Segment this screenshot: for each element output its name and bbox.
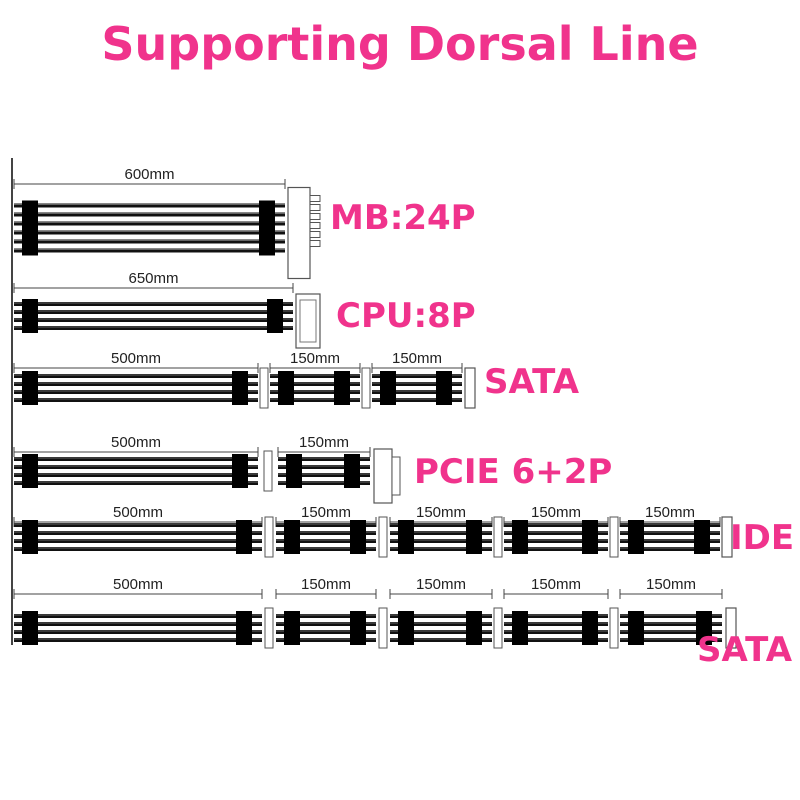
segment-length-label: 150mm <box>531 504 581 521</box>
sleeve-clip <box>628 611 644 645</box>
connector-pin <box>309 222 321 229</box>
cable-label-mb: MB:24P <box>330 198 476 238</box>
inline-connector <box>264 607 274 649</box>
sleeve-clip <box>512 520 528 554</box>
inline-connector <box>264 516 274 558</box>
segment-length-label: 600mm <box>124 166 174 183</box>
end-connector-sata <box>464 367 476 409</box>
sleeve-clip <box>267 299 283 333</box>
segment-length-label: 150mm <box>301 504 351 521</box>
sleeve-clip <box>22 454 38 488</box>
cable-2: 650mm <box>13 270 321 349</box>
sleeve-clip <box>696 611 712 645</box>
sleeve-clip <box>232 371 248 405</box>
sleeve-clip <box>236 611 252 645</box>
segment-length-label: 150mm <box>392 350 442 367</box>
segment-length-label: 150mm <box>299 434 349 451</box>
inline-connector <box>361 367 371 409</box>
sleeve-clip <box>466 520 482 554</box>
connector-pin <box>309 231 321 238</box>
connector-pin <box>309 240 321 247</box>
cable-label-pcie: PCIE 6+2P <box>414 452 613 492</box>
end-connector-pcie <box>373 448 393 504</box>
end-connector-sata <box>725 607 737 649</box>
segment-length-label: 650mm <box>128 270 178 287</box>
connector-pin <box>309 195 321 202</box>
sleeve-clip <box>350 611 366 645</box>
sleeve-clip <box>284 611 300 645</box>
segment-length-label: 500mm <box>113 576 163 593</box>
cable-1: 600mm <box>13 166 321 280</box>
segment-length-label: 150mm <box>646 576 696 593</box>
segment-length-label: 150mm <box>290 350 340 367</box>
sleeve-clip <box>582 611 598 645</box>
sleeve-clip <box>398 611 414 645</box>
sleeve-clip <box>512 611 528 645</box>
inline-connector <box>493 607 503 649</box>
sleeve-clip <box>286 454 302 488</box>
sleeve-clip <box>22 200 38 256</box>
segment-length-label: 500mm <box>113 504 163 521</box>
sleeve-clip <box>466 611 482 645</box>
sleeve-clip <box>398 520 414 554</box>
cable-3: 500mm 150mm 150mm <box>13 350 476 409</box>
sleeve-clip <box>278 371 294 405</box>
connector-latch <box>391 456 401 496</box>
segment-length-label: 150mm <box>301 576 351 593</box>
sleeve-clip <box>694 520 710 554</box>
cable-label-ide: IDE <box>730 518 795 558</box>
segment-length-label: 500mm <box>111 434 161 451</box>
cable-label-sata-1: SATA <box>484 362 580 402</box>
sleeve-clip <box>344 454 360 488</box>
sleeve-clip <box>232 454 248 488</box>
end-connector-24pin <box>287 186 311 280</box>
inline-connector <box>493 516 503 558</box>
inline-connector <box>259 367 269 409</box>
connector-pin <box>309 213 321 220</box>
inline-connector <box>609 516 619 558</box>
inline-connector <box>378 607 388 649</box>
sleeve-clip <box>22 299 38 333</box>
sleeve-clip <box>350 520 366 554</box>
inline-connector <box>263 450 273 492</box>
segment-length-label: 500mm <box>111 350 161 367</box>
cable-5: 500mm 150mm 150mm 150mm 150mm <box>13 504 733 558</box>
segment-length-label: 150mm <box>531 576 581 593</box>
cable-label-cpu: CPU:8P <box>336 296 476 336</box>
sleeve-clip <box>334 371 350 405</box>
segment-length-label: 150mm <box>416 576 466 593</box>
sleeve-clip <box>380 371 396 405</box>
diagram-title: Supporting Dorsal Line <box>101 17 699 71</box>
sleeve-clip <box>436 371 452 405</box>
cable-6: 500mm 150mm 150mm 150mm 150mm <box>13 576 737 649</box>
end-connector-ide <box>721 516 733 558</box>
sleeve-clip <box>22 371 38 405</box>
cable-label-sata-2: SATA <box>697 630 793 670</box>
sleeve-clip <box>236 520 252 554</box>
inline-connector <box>378 516 388 558</box>
cable-4: 500mm 150mm <box>13 434 401 504</box>
sleeve-clip <box>582 520 598 554</box>
sleeve-clip <box>22 520 38 554</box>
connector-latch <box>299 299 317 343</box>
segment-length-label: 150mm <box>645 504 695 521</box>
sleeve-clip <box>22 611 38 645</box>
sleeve-clip <box>284 520 300 554</box>
sleeve-clip <box>259 200 275 256</box>
connector-pin <box>309 204 321 211</box>
inline-connector <box>609 607 619 649</box>
sleeve-clip <box>628 520 644 554</box>
segment-length-label: 150mm <box>416 504 466 521</box>
